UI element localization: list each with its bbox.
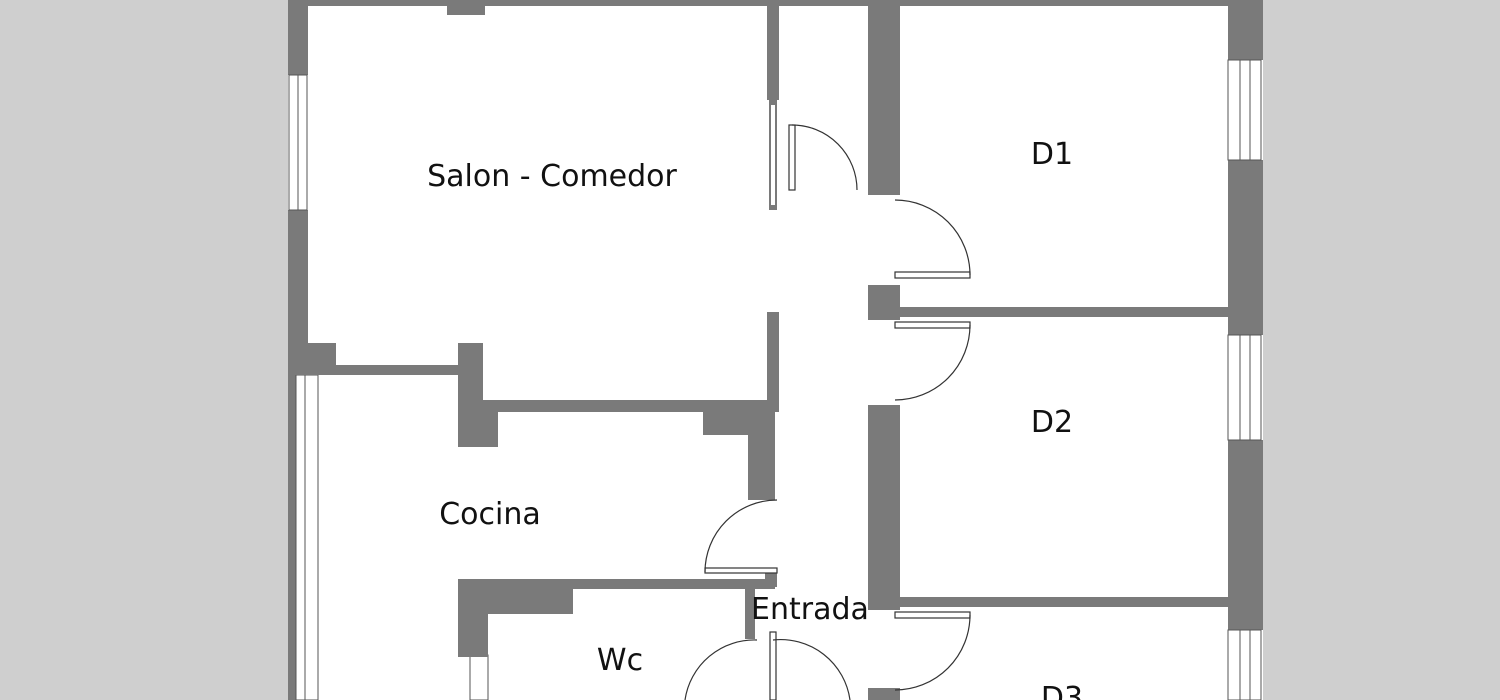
window-d2 <box>1227 334 1262 441</box>
label-d2: D2 <box>1031 405 1073 440</box>
d1-d2-wall <box>895 307 1230 317</box>
corridor-wall-d3 <box>868 688 900 700</box>
label-d1: D1 <box>1031 137 1073 172</box>
corridor-wall-upper <box>868 0 900 195</box>
central-column <box>458 343 483 400</box>
window-wc <box>469 654 489 700</box>
door-d1-leaf <box>894 271 971 279</box>
door-cocina-leaf <box>704 567 778 574</box>
left-wall-upper <box>288 0 308 75</box>
label-wc: Wc <box>597 643 643 678</box>
corridor-wall-d2 <box>868 405 900 610</box>
salon-cocina-wall <box>288 365 463 375</box>
door-cocina-swing <box>704 499 778 573</box>
kitchen-door-jamb <box>765 572 777 587</box>
d2-d3-wall <box>895 597 1230 607</box>
wc-top-wall <box>573 579 775 589</box>
door-entrada-swing <box>772 638 851 700</box>
window-d3 <box>1227 629 1262 700</box>
doors <box>684 124 971 700</box>
kitchen-right-jamb <box>748 420 775 500</box>
right-wall-d2 <box>1228 440 1263 630</box>
door-d3-swing <box>894 614 971 691</box>
wc-right-wall <box>745 579 755 639</box>
door-entrada-leaf <box>769 631 777 700</box>
wc-left-block <box>458 579 488 657</box>
door-d1-swing <box>894 199 971 276</box>
door-d2-swing <box>894 324 971 401</box>
label-cocina: Cocina <box>439 497 541 532</box>
door-wc-swing <box>684 639 758 700</box>
door-salon-leaf <box>788 124 796 191</box>
salon-right-wall-bottom <box>767 312 779 412</box>
window-cocina <box>295 374 319 700</box>
corridor-wall-jamb <box>868 285 900 320</box>
room-labels: Salon - Comedor D1 D2 Cocina Entrada Wc … <box>427 137 1083 700</box>
salon-bottom-wall <box>483 400 775 412</box>
salon-right-wall-top <box>767 0 779 100</box>
window-d1 <box>1227 59 1262 161</box>
door-d2-leaf <box>894 321 971 329</box>
label-d3: D3 <box>1041 681 1083 700</box>
windows <box>288 59 1262 700</box>
right-wall-d1 <box>1228 160 1263 335</box>
label-entrada: Entrada <box>751 592 869 627</box>
door-salon-swing <box>791 124 858 191</box>
left-wall-mid <box>288 210 308 375</box>
right-wall-top <box>1228 0 1263 60</box>
door-d3-leaf <box>894 611 971 619</box>
salon-notch <box>447 0 485 15</box>
interior-walls <box>288 0 1230 700</box>
label-salon-comedor: Salon - Comedor <box>427 159 677 194</box>
left-wall-lower <box>288 375 296 700</box>
